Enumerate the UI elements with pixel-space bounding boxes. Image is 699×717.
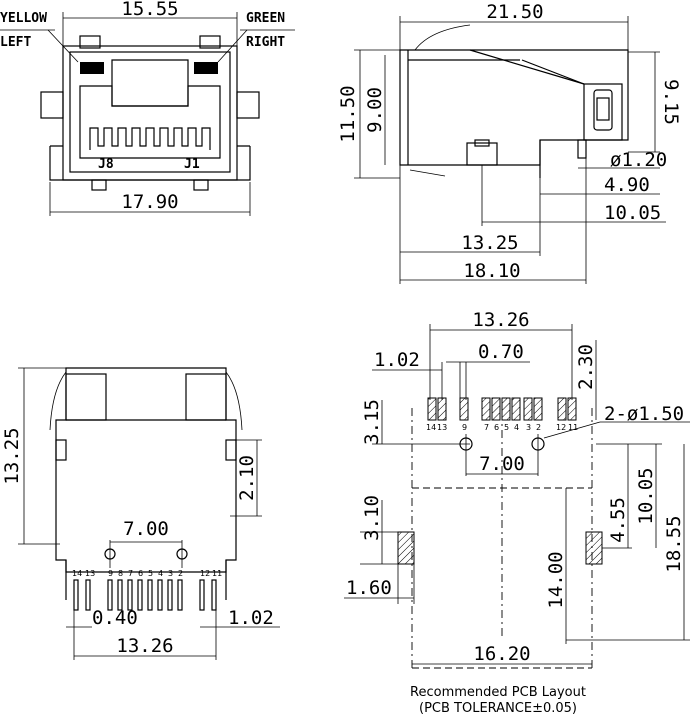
pad-number: 6 <box>494 423 499 432</box>
pcb-hole-spec: 2-ø1.50 <box>604 403 684 425</box>
led-right-color: GREEN <box>246 11 285 26</box>
pin-number: 3 <box>168 569 173 578</box>
pin-label-j8: J8 <box>98 157 114 172</box>
pcb-pad-gap: 1.02 <box>374 349 420 371</box>
pad-number: 13 <box>437 423 447 432</box>
pcb-width-total: 16.20 <box>473 643 530 665</box>
pin-number: 12 <box>200 569 210 578</box>
pin-number: 7 <box>128 569 133 578</box>
side-total-height: 11.50 <box>337 85 359 142</box>
bottom-height: 13.25 <box>1 427 23 484</box>
pad-number: 9 <box>462 423 467 432</box>
bottom-edge-spacing: 1.02 <box>228 607 274 629</box>
pad-number: 3 <box>526 423 531 432</box>
pcb-dim-1005: 10.05 <box>635 467 657 524</box>
pin-number: 5 <box>148 569 153 578</box>
pcb-shield-pad-right <box>585 531 603 565</box>
bottom-lead-height: 2.10 <box>236 455 258 501</box>
pad-number: 4 <box>514 423 519 432</box>
pin-number: 14 <box>72 569 82 578</box>
pin-number: 6 <box>138 569 143 578</box>
bottom-peg-spacing: 7.00 <box>123 518 169 540</box>
side-view: 21.50 11.50 9.00 9.15 ø1.20 4.90 <box>337 1 682 284</box>
led-right-position: RIGHT <box>246 35 285 50</box>
pin-number: 11 <box>212 569 222 578</box>
pad-number: 7 <box>484 423 489 432</box>
pin-number: 2 <box>178 569 183 578</box>
pad-number: 5 <box>504 423 509 432</box>
contact-teeth <box>89 127 211 150</box>
pcb-dim-1855: 18.55 <box>663 515 685 572</box>
side-dim-a: 4.90 <box>604 174 650 196</box>
pin-number: 8 <box>118 569 123 578</box>
pcb-shield-pad-left <box>397 531 415 565</box>
pcb-pad-span: 13.26 <box>472 309 529 331</box>
side-dim-b: 10.05 <box>604 202 661 224</box>
side-front-height: 9.15 <box>660 79 682 125</box>
front-width-top: 15.55 <box>121 0 178 20</box>
pcb-hole-spacing: 7.00 <box>479 453 525 475</box>
led-left-position: LEFT <box>0 35 31 50</box>
yellow-led <box>80 62 104 74</box>
pcb-pads <box>427 397 577 421</box>
front-view: 15.55 YELLOW LEFT GREEN RIGHT J8 J1 <box>0 0 295 216</box>
pad-number: 2 <box>536 423 541 432</box>
bottom-pins <box>73 579 217 611</box>
pcb-shield-pad-height: 3.10 <box>361 495 383 541</box>
pad-number: 12 <box>556 423 566 432</box>
pin-number: 4 <box>158 569 163 578</box>
bottom-pin-labels: 14 13 9 8 7 6 5 4 3 2 12 11 <box>72 569 222 578</box>
pin-number: 9 <box>108 569 113 578</box>
led-left-color: YELLOW <box>0 11 47 26</box>
front-width-bottom: 17.90 <box>121 191 178 213</box>
pin-number: 13 <box>85 569 95 578</box>
pin-label-j1: J1 <box>184 157 200 172</box>
pcb-shield-offset: 4.55 <box>607 497 629 543</box>
pcb-pad-width: 0.70 <box>478 341 524 363</box>
bottom-view: 13.25 2.10 7.00 14 13 9 8 7 6 5 4 <box>1 367 280 660</box>
side-total-length: 21.50 <box>486 1 543 23</box>
pcb-pad-length: 2.30 <box>575 344 597 390</box>
bottom-pin-pitch: 0.40 <box>92 607 138 629</box>
pad-number: 11 <box>568 423 578 432</box>
side-dim-d: 18.10 <box>463 260 520 282</box>
pcb-layout: 13.26 1.02 0.70 2.30 3.15 14 13 <box>344 309 690 716</box>
side-body-height: 9.00 <box>364 87 386 133</box>
pad-number: 14 <box>426 423 436 432</box>
green-led <box>194 62 218 74</box>
pcb-caption-tolerance: (PCB TOLERANCE±0.05) <box>419 701 577 716</box>
pcb-dim-1400: 14.00 <box>545 551 567 608</box>
side-dim-c: 13.25 <box>461 232 518 254</box>
bottom-pin-span: 13.26 <box>116 635 173 657</box>
pcb-caption-title: Recommended PCB Layout <box>410 685 586 700</box>
pcb-row-offset: 3.15 <box>361 399 383 445</box>
pcb-shield-pad-width: 1.60 <box>346 577 392 599</box>
side-peg-diameter: ø1.20 <box>610 149 667 171</box>
pcb-pad-labels: 14 13 9 7 6 5 4 3 2 12 11 <box>426 423 578 432</box>
